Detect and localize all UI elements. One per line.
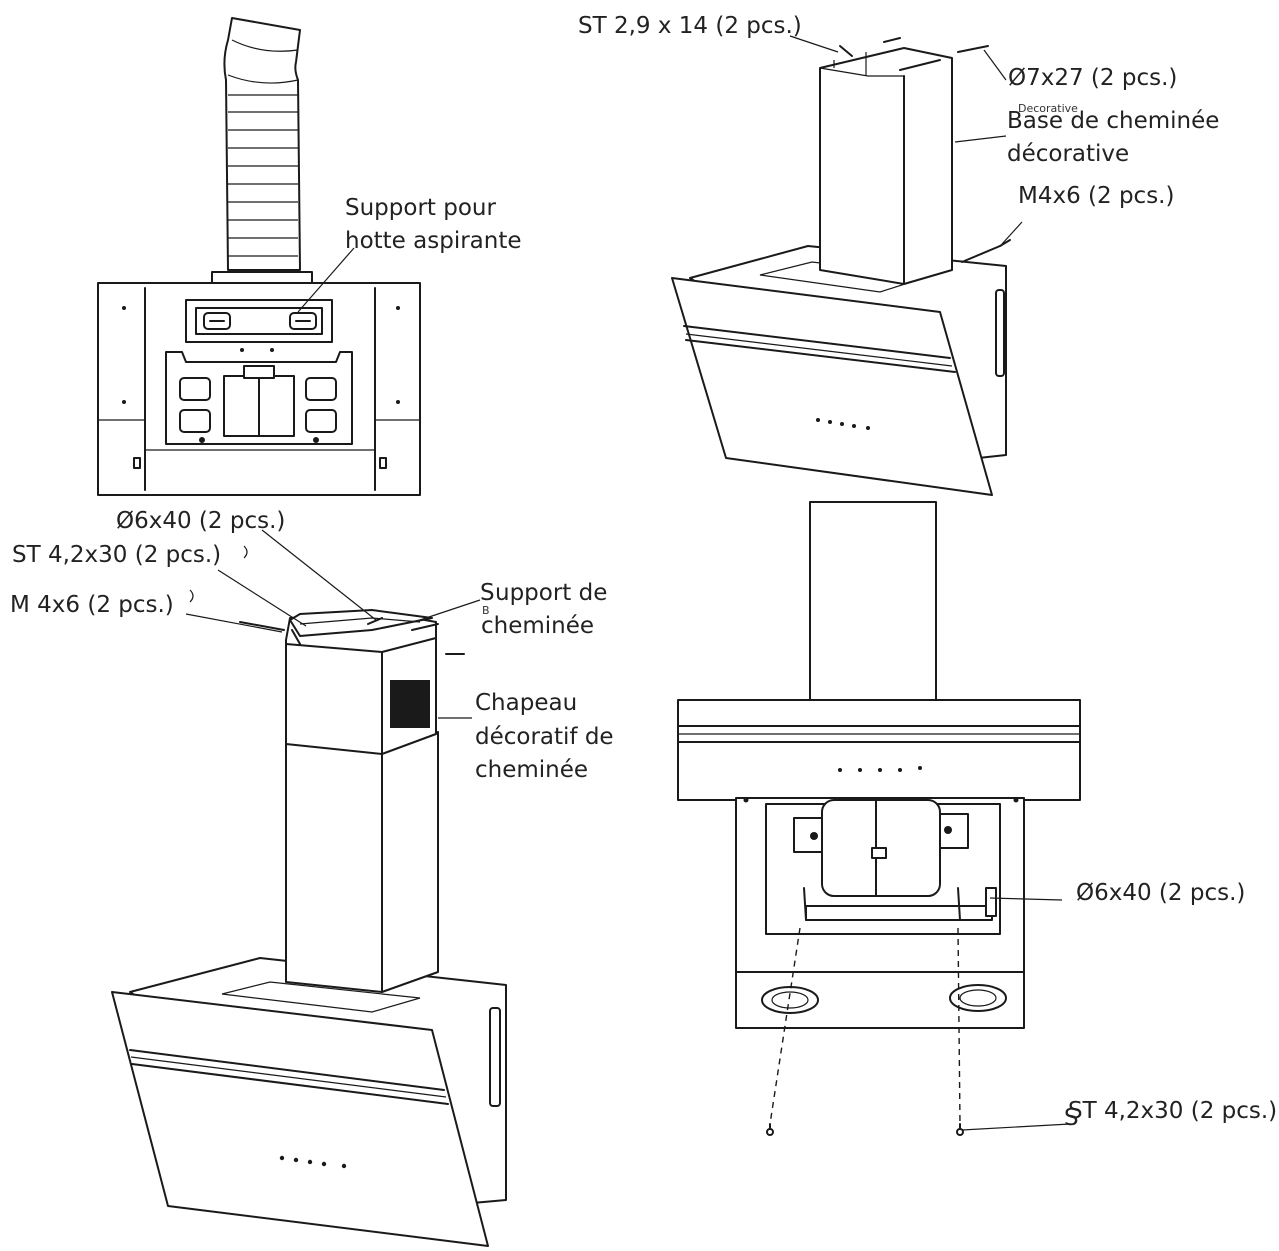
- label-support-chem-line2: cheminée: [481, 613, 594, 639]
- label-st42-right: ST 4,2x30 (2 pcs.): [1068, 1098, 1277, 1124]
- mounting-plate: [165, 348, 353, 445]
- screws-bottom-left: [239, 617, 465, 655]
- label-base-line2: décorative: [1007, 141, 1129, 167]
- chimney-cap-bottom-left: [285, 611, 437, 755]
- chimney-support-bracket: [289, 609, 433, 637]
- bracket-mark-left-1: [243, 545, 248, 559]
- chimney-bottom-right: [809, 501, 937, 705]
- bracket-mark-left-2: [189, 589, 194, 603]
- label-st29: ST 2,9 x 14 (2 pcs.): [578, 13, 802, 39]
- label-support-hotte-line1: Support pour: [345, 195, 496, 221]
- motor-unit: [793, 799, 997, 921]
- label-chapeau-line3: cheminée: [475, 757, 588, 783]
- screws-bottom-right: [766, 887, 964, 1136]
- screws-top-right: [839, 37, 1011, 263]
- flexible-duct: [223, 17, 301, 271]
- label-support-chem-s: S: [480, 580, 495, 606]
- label-d6x40-right: Ø6x40 (2 pcs.): [1076, 880, 1245, 906]
- label-st42-left: ST 4,2x30 (2 pcs.): [12, 542, 221, 568]
- glass-panel-bottom-left: [111, 991, 489, 1247]
- label-support-hotte-line2: hotte aspirante: [345, 228, 522, 254]
- panel-bottom-left-chimney: Ø6x40 (2 pcs.) ST 4,2x30 (2 pcs.) M 4x6 …: [10, 508, 614, 1247]
- glass-panel-top-right: [671, 277, 993, 496]
- label-m4x6-top: M4x6 (2 pcs.): [1018, 183, 1174, 209]
- label-support-chem-b: B: [482, 604, 490, 617]
- label-chapeau-line1: Chapeau: [475, 690, 577, 716]
- label-chapeau-line2: décoratif de: [475, 724, 614, 750]
- label-support-chem-line1: upport de: [495, 580, 607, 606]
- hood-bracket: [185, 299, 333, 343]
- label-decorative-tiny: Decorative: [1018, 102, 1078, 115]
- label-st42-right-s: S: [1064, 1105, 1079, 1131]
- hood-front-bar: [677, 699, 1081, 801]
- chimney-lower-bottom-left: [285, 731, 439, 993]
- panel-bottom-right-underside: Ø6x40 (2 pcs.) S ST 4,2x30 (2 pcs.): [677, 501, 1277, 1136]
- panel-top-right-hood: ST 2,9 x 14 (2 pcs.) Ø7x27 (2 pcs.) Deco…: [578, 13, 1219, 496]
- chimney-base-top-right: [819, 47, 953, 285]
- label-d6x40-left: Ø6x40 (2 pcs.): [116, 508, 285, 534]
- panel-top-left-bracket: Support pour hotte aspirante: [97, 17, 522, 496]
- label-m4x6-left: M 4x6 (2 pcs.): [10, 592, 174, 618]
- label-d7x27: Ø7x27 (2 pcs.): [1008, 65, 1177, 91]
- label-base-line1: Base de cheminée: [1007, 108, 1219, 134]
